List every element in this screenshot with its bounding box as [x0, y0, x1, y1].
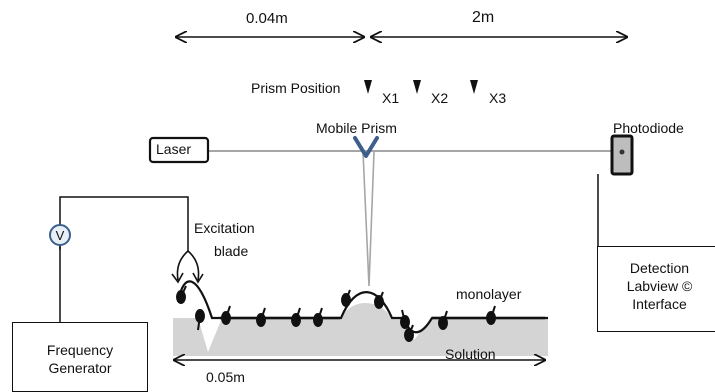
- frequency-generator-line1: Frequency: [46, 342, 114, 358]
- position-label-x2: X2: [431, 90, 449, 106]
- amphiphile-icon: [313, 307, 323, 327]
- detection-line1: Detection: [629, 260, 690, 276]
- detection-line2: Labview ©: [626, 278, 693, 294]
- dimension-label-0.04m: 0.04m: [246, 10, 288, 27]
- amphiphile-icon: [291, 307, 301, 327]
- down-triangle-icon: [470, 80, 478, 94]
- amphiphile-icon: [374, 291, 384, 309]
- position-label-x3: X3: [489, 90, 507, 106]
- amphiphile-icon: [176, 285, 187, 304]
- amphiphile-icon: [195, 309, 205, 331]
- detection-line3: Interface: [632, 296, 687, 312]
- blade-label: blade: [214, 243, 249, 259]
- voltmeter-icon: V: [49, 224, 71, 246]
- frequency-generator-line2: Generator: [48, 360, 112, 376]
- frequency-generator-box: Frequency Generator: [12, 322, 148, 392]
- wire: [59, 196, 189, 322]
- prism-position-label: Prism Position: [251, 80, 341, 96]
- photodiode-icon: [610, 134, 634, 176]
- monolayer-surface: [176, 280, 548, 334]
- laser-box: [148, 136, 210, 164]
- down-triangle-icon: [413, 80, 421, 94]
- dimension-label-2m: 2m: [472, 9, 495, 26]
- amphiphile-icon: [438, 310, 448, 330]
- down-triangle-icon: [364, 80, 372, 94]
- photodiode-label: Photodiode: [613, 120, 684, 136]
- amphiphile-icon: [404, 324, 414, 342]
- voltmeter-label: V: [56, 228, 65, 243]
- laser-label: Laser: [156, 141, 192, 157]
- solution-label: Solution: [445, 346, 496, 362]
- mobile-prism-icon: [353, 136, 379, 158]
- reflected-beam: [362, 151, 375, 287]
- amphiphile-icon: [256, 307, 266, 327]
- amphiphile-icon: [341, 289, 351, 307]
- mobile-prism-label: Mobile Prism: [316, 120, 397, 136]
- dimension-label-0.05m: 0.05m: [206, 369, 245, 385]
- excitation-blade-arrows: [171, 250, 204, 284]
- excitation-label: Excitation: [194, 220, 255, 236]
- monolayer-label: monolayer: [456, 286, 522, 302]
- solution-area: [173, 303, 548, 356]
- amphiphile-icon: [486, 305, 496, 325]
- detection-box: Detection Labview © Interface: [597, 246, 715, 332]
- amphiphile-icon: [221, 305, 231, 325]
- position-label-x1: X1: [382, 90, 400, 106]
- amphiphile-icon: [400, 309, 410, 329]
